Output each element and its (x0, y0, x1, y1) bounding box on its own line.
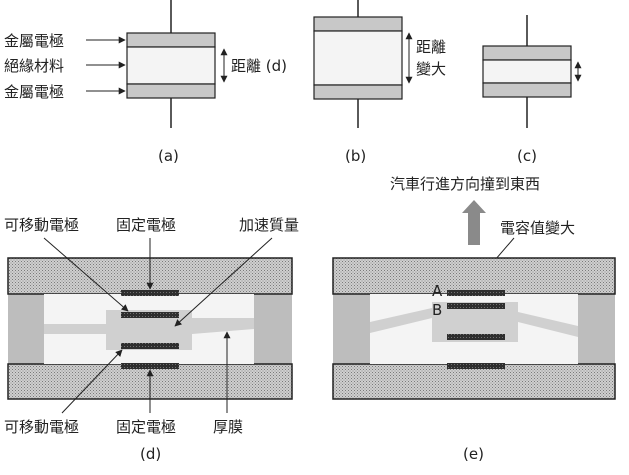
caption-a: (a) (158, 147, 179, 165)
fixed-electrode-bottom (121, 363, 179, 369)
motion-arrow-icon (462, 200, 486, 245)
metal-electrode-top (126, 32, 216, 48)
label-metal-electrode-top: 金屬電極 (4, 32, 64, 50)
label-distance-increase-1: 距離 (416, 38, 446, 56)
metal-electrode-bottom (313, 84, 403, 100)
cap-wafer-bottom (332, 363, 616, 400)
pointer-movable-electrode-top (43, 237, 129, 312)
pointer-proof-mass (174, 237, 273, 327)
label-a: A (432, 282, 443, 300)
label-b: B (432, 301, 442, 319)
metal-electrode-bottom (482, 82, 572, 98)
panel-e: 汽車行進方向撞到東西 電容值變大 A B (e) (332, 175, 616, 463)
insulator-layer (482, 59, 572, 84)
movable-electrode-top (121, 312, 179, 318)
membrane-left (44, 324, 106, 334)
caption-b: (b) (345, 147, 366, 165)
label-proof-mass: 加速質量 (239, 216, 299, 234)
label-distance: 距離 (d) (231, 57, 287, 75)
metal-electrode-bottom (126, 83, 216, 99)
metal-electrode-top (482, 45, 572, 61)
label-metal-electrode-bottom: 金屬電極 (4, 83, 64, 101)
panel-a: 金屬電極 絕緣材料 金屬電極 距離 (d) (a) (4, 0, 287, 165)
caption-e: (e) (463, 445, 484, 463)
insulator-layer (126, 46, 216, 85)
panel-b: 距離 變大 (b) (313, 0, 446, 165)
pointer-movable-electrode-bottom (61, 349, 123, 414)
panel-c: (c) (482, 15, 582, 165)
membrane-right (518, 312, 578, 337)
membrane-left (370, 308, 432, 333)
label-thick-film: 厚膜 (213, 418, 243, 436)
label-movable-electrode-top: 可移動電極 (4, 216, 79, 234)
label-capacitance-increase: 電容值變大 (500, 219, 575, 237)
label-insulator: 絕緣材料 (4, 57, 64, 75)
panel-d: 可移動電極 固定電極 加速質量 可移動電極 固定電極 厚膜 (d) (4, 216, 299, 463)
fixed-electrode-top (121, 290, 179, 296)
movable-electrode-top (447, 303, 505, 309)
label-movable-electrode-bottom: 可移動電極 (4, 418, 79, 436)
movable-electrode-bottom (447, 334, 505, 340)
metal-electrode-top (313, 16, 403, 32)
label-motion-direction: 汽車行進方向撞到東西 (390, 175, 540, 193)
fixed-electrode-top (447, 290, 505, 296)
label-fixed-electrode-bottom: 固定電極 (116, 418, 176, 436)
label-distance-increase-2: 變大 (416, 60, 446, 78)
fixed-electrode-bottom (447, 363, 505, 369)
membrane-right (192, 318, 254, 334)
caption-d: (d) (140, 445, 161, 463)
caption-c: (c) (517, 147, 537, 165)
insulator-layer (313, 30, 403, 86)
cap-wafer-top (332, 257, 616, 295)
label-fixed-electrode-top: 固定電極 (116, 216, 176, 234)
movable-electrode-bottom (121, 343, 179, 349)
